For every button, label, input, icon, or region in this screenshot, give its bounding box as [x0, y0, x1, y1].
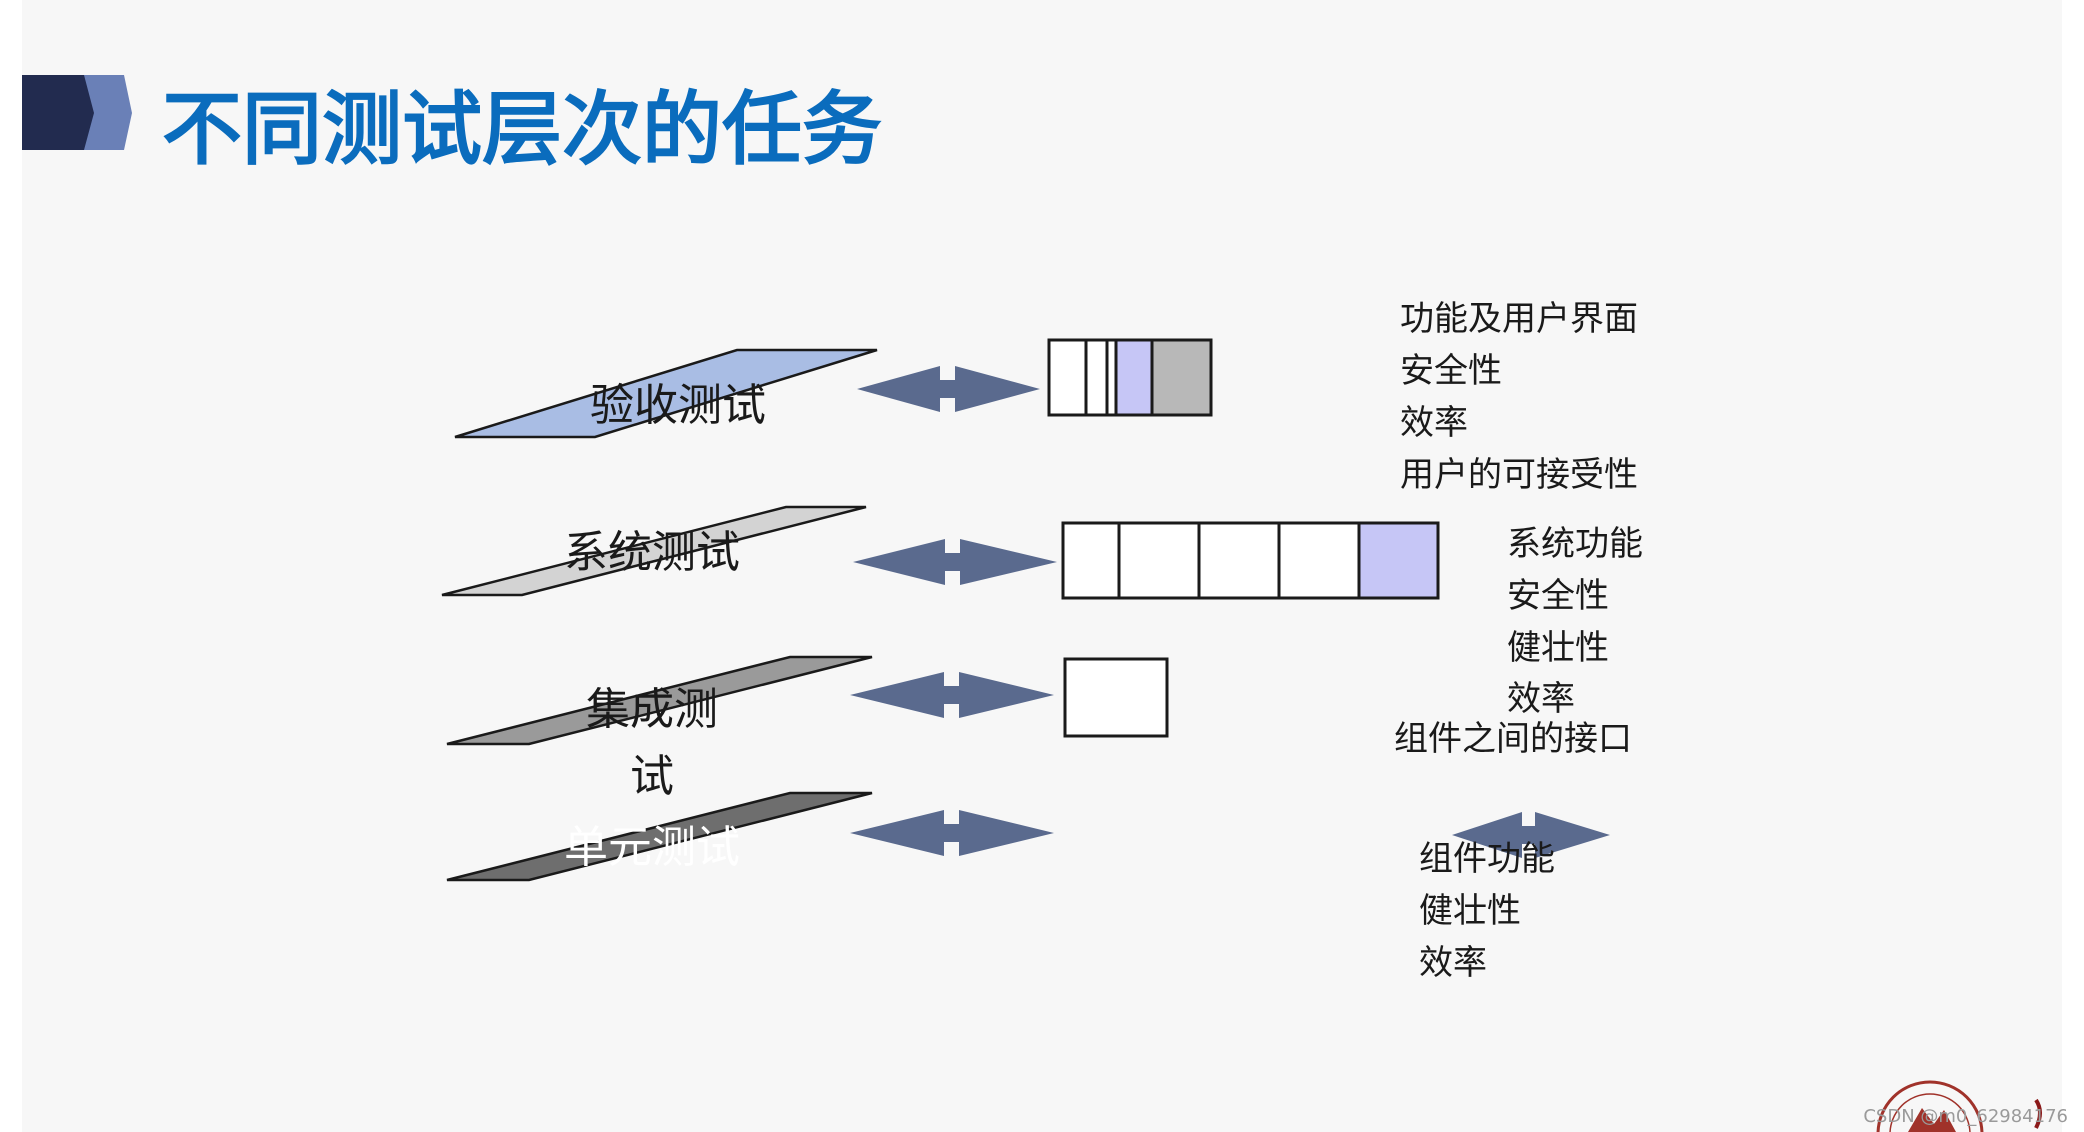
- integration-level-parallelogram: [446, 655, 873, 746]
- header-chevron-light: [84, 75, 132, 150]
- header-bar-dark: [22, 75, 96, 150]
- acceptance-task-list: 功能及用户界面 安全性 效率 用户的可接受性: [1400, 299, 1638, 495]
- slide-background: [22, 0, 2062, 1132]
- task-text: 安全性: [1507, 576, 1609, 616]
- task-text: 系统功能: [1507, 524, 1643, 564]
- integration-task-list: 组件之间的接口: [1394, 719, 1632, 759]
- task-text: 组件之间的接口: [1394, 719, 1632, 759]
- system-double-arrow: [853, 539, 1057, 585]
- integration-scope-box: [1063, 657, 1169, 738]
- task-text: 用户的可接受性: [1400, 455, 1638, 495]
- task-text: 效率: [1419, 943, 1487, 983]
- university-seal-logo: [1876, 1080, 1984, 1132]
- unit-double-arrow: [850, 810, 1054, 856]
- integration-level-label-line2: 试: [630, 751, 674, 802]
- task-text: 效率: [1400, 403, 1468, 443]
- acceptance-double-arrow: [857, 366, 1040, 412]
- system-scope-box: [1061, 521, 1440, 600]
- system-level-label: 系统测试: [564, 527, 740, 578]
- task-text: 健壮性: [1419, 891, 1521, 931]
- acceptance-level-parallelogram: [454, 348, 878, 439]
- acceptance-scope-box: [1047, 338, 1213, 417]
- watermark-text: CSDN @m0_62984176: [1863, 1106, 2068, 1127]
- page-title: 不同测试层次的任务: [162, 83, 882, 176]
- unit-task-list: 组件功能 健壮性 效率: [1419, 839, 1555, 983]
- integration-double-arrow: [850, 672, 1054, 718]
- task-text: 健壮性: [1507, 628, 1609, 668]
- acceptance-level-label: 验收测试: [590, 380, 766, 431]
- unit-level-parallelogram: [446, 791, 873, 882]
- task-text: 功能及用户界面: [1400, 299, 1638, 339]
- corner-mark: [2034, 1098, 2042, 1129]
- task-text: 效率: [1507, 679, 1575, 719]
- unit-level-label: 单元测试: [564, 822, 740, 873]
- system-level-parallelogram: [441, 505, 867, 597]
- stray-double-arrow: [1452, 812, 1610, 858]
- task-text: 安全性: [1400, 351, 1502, 391]
- system-task-list: 系统功能 安全性 健壮性 效率: [1507, 524, 1643, 719]
- integration-level-label-line1: 集成测: [586, 684, 718, 735]
- task-text: 组件功能: [1419, 839, 1555, 879]
